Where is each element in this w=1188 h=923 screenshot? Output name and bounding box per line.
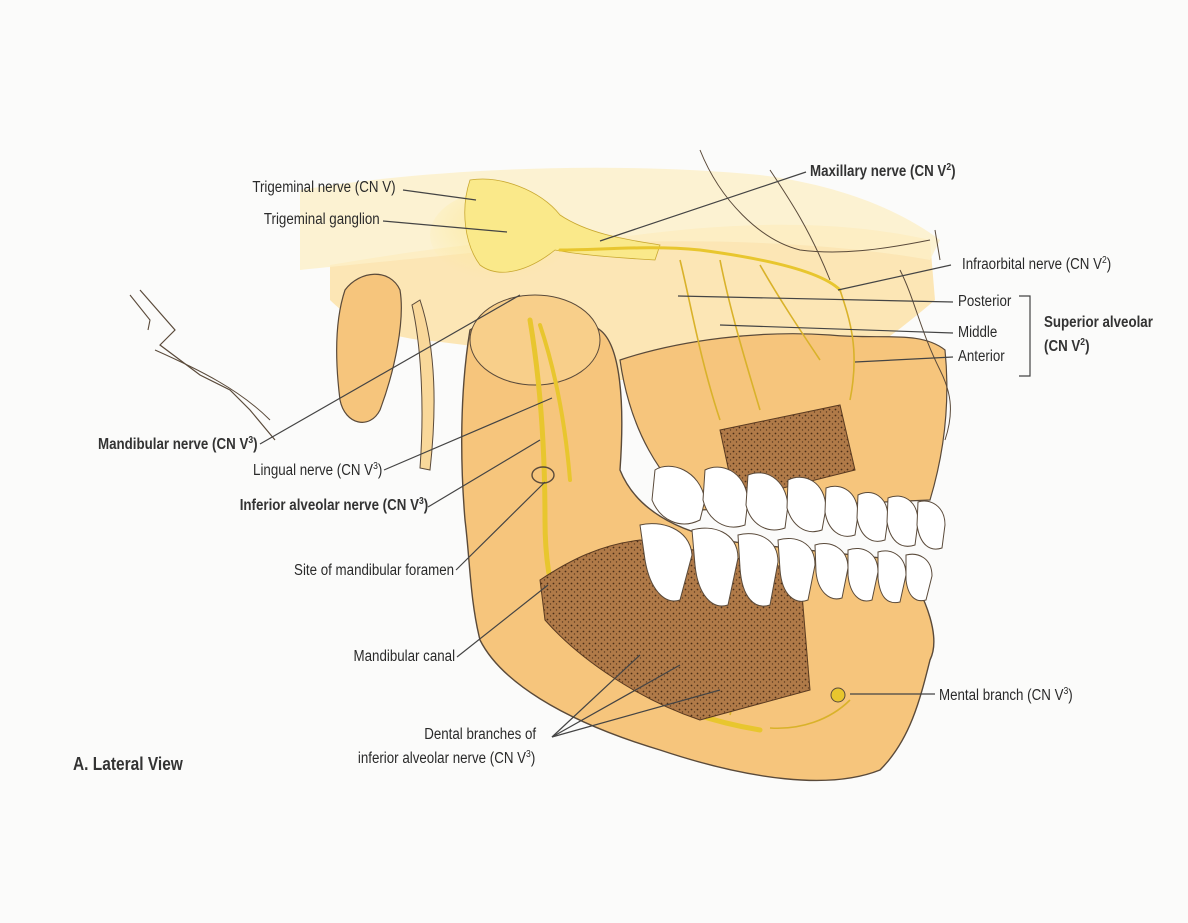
- label-superior-alveolar-cn: (CN V2): [1044, 337, 1090, 356]
- label-lingual-nerve: Lingual nerve (CN V3): [252, 461, 382, 480]
- label-trigeminal-ganglion: Trigeminal ganglion: [264, 211, 380, 228]
- label-inferior-alveolar-nerve: Inferior alveolar nerve (CN V3): [239, 496, 428, 515]
- leader-lines: [259, 171, 954, 738]
- label-mandibular-canal: Mandibular canal: [353, 648, 455, 665]
- label-mental-branch: Mental branch (CN V3): [939, 686, 1073, 705]
- orbit-outline: [699, 149, 931, 253]
- label-maxillary-nerve: Maxillary nerve (CN V2): [810, 162, 956, 181]
- mandibular-foramen-marker: [531, 466, 555, 484]
- mastoid-process: [336, 273, 402, 423]
- occipital-outline: [139, 289, 276, 441]
- label-dental-branches-line1: Dental branches of: [424, 726, 536, 743]
- superior-alveolar-bracket: [1019, 295, 1031, 377]
- label-dental-branches-line2: inferior alveolar nerve (CN V3): [357, 749, 535, 768]
- upper-teeth: [651, 465, 946, 550]
- label-trigeminal-nerve: Trigeminal nerve (CN V): [252, 179, 396, 196]
- lower-teeth: [639, 523, 933, 607]
- label-anterior: Anterior: [958, 348, 1005, 365]
- label-posterior: Posterior: [958, 293, 1012, 310]
- label-middle: Middle: [958, 324, 998, 341]
- label-superior-alveolar: Superior alveolar: [1044, 314, 1153, 331]
- mental-foramen: [830, 687, 846, 703]
- label-mandibular-foramen: Site of mandibular foramen: [293, 562, 454, 579]
- view-title: A. Lateral View: [73, 754, 183, 774]
- label-infraorbital-nerve: Infraorbital nerve (CN V2): [962, 255, 1112, 274]
- label-mandibular-nerve: Mandibular nerve (CN V3): [98, 435, 258, 454]
